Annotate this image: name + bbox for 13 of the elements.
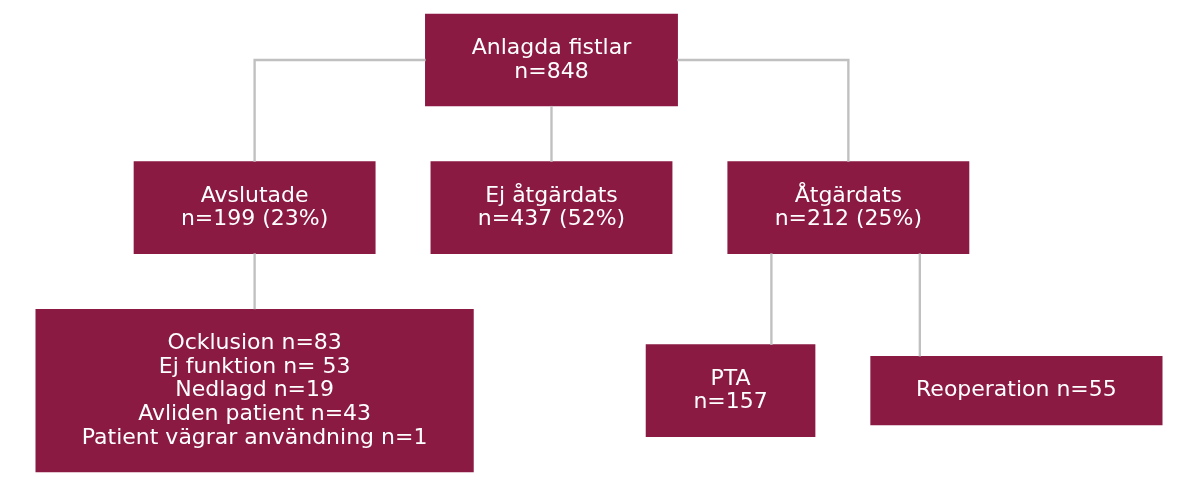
node-box: PTA n=157 bbox=[645, 344, 816, 437]
node-box: Anlagda fistlar n=848 bbox=[425, 13, 678, 107]
node-box: Ocklusion n=83 Ej funktion n= 53 Nedlagd n=19 Avliden patient n=43 Patient vägrar användning n=1 bbox=[35, 308, 474, 473]
connector bbox=[253, 253, 256, 310]
node-box: Reoperation n=55 bbox=[870, 356, 1163, 426]
node-box: Avslutade n=199 (23%) bbox=[133, 161, 376, 254]
connector bbox=[550, 105, 553, 162]
connector bbox=[918, 253, 921, 357]
connector bbox=[253, 58, 426, 162]
connector bbox=[677, 58, 850, 162]
connector bbox=[770, 253, 773, 345]
node-box: Ej åtgärdats n=437 (52%) bbox=[430, 161, 673, 254]
node-box: Åtgärdats n=212 (25%) bbox=[727, 161, 970, 254]
